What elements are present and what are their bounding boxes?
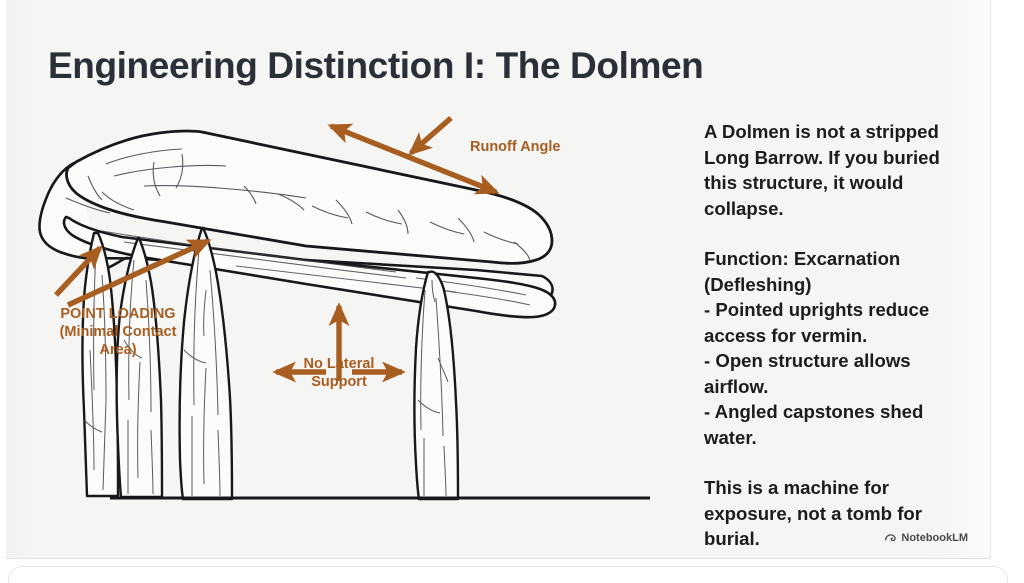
- no-lateral-support-label-line1: No Lateral: [304, 356, 375, 372]
- runoff-slope-arrow: [327, 123, 500, 195]
- notebooklm-watermark: NotebookLM: [884, 531, 968, 544]
- body-bullet-1: - Pointed uprights reduce access for ver…: [704, 299, 930, 346]
- notebooklm-label: NotebookLM: [901, 531, 968, 544]
- upright-4-cracks: [417, 279, 449, 497]
- body-paragraph-2: This is a machine for exposure, not a to…: [704, 477, 922, 549]
- page-title: Engineering Distinction I: The Dolmen: [48, 45, 704, 86]
- point-loading-label-line2: (Minimal Contact: [60, 324, 177, 340]
- runoff-angle-label: Runoff Angle: [470, 139, 560, 155]
- point-loading-label-line3: Area): [99, 342, 136, 358]
- background-panel: [8, 566, 1008, 583]
- point-loading-arrow-a: [54, 245, 103, 297]
- body-bullet-2: - Open structure allows airflow.: [704, 350, 911, 397]
- annotation-arrows: [54, 115, 500, 383]
- body-paragraph-1: A Dolmen is not a stripped Long Barrow. …: [704, 121, 940, 219]
- function-value: Excarnation (Defleshing): [704, 248, 901, 295]
- capstone-group: [38, 129, 557, 319]
- upright-stones-group: [81, 226, 460, 501]
- explanatory-text-block: A Dolmen is not a stripped Long Barrow. …: [704, 119, 952, 552]
- text-spacer-1: [704, 221, 952, 246]
- dolmen-diagram: Runoff Angle POINT LOADING (Minimal Cont…: [38, 115, 650, 501]
- point-loading-label-line1: POINT LOADING: [60, 306, 175, 322]
- capstone-texture-lines: [65, 148, 531, 261]
- text-spacer-2: [704, 450, 952, 475]
- upright-3-cracks: [183, 249, 221, 497]
- function-label: Function:: [704, 248, 789, 269]
- capstone-top-slab: [65, 129, 554, 265]
- point-loading-arrow-b: [66, 238, 212, 308]
- body-bullet-3: - Angled capstones shed water.: [704, 401, 924, 448]
- notebooklm-icon: [884, 531, 897, 544]
- upright-2-cracks: [123, 259, 154, 495]
- no-lateral-support-label-line2: Support: [311, 374, 367, 390]
- slide-canvas: Engineering Distinction I: The Dolmen: [6, 0, 991, 559]
- runoff-pointer-arrow: [408, 115, 453, 156]
- annotation-labels: Runoff Angle POINT LOADING (Minimal Cont…: [60, 139, 561, 390]
- upright-stone-1: [81, 231, 120, 498]
- function-line: Function: Excarnation (Defleshing): [704, 246, 952, 297]
